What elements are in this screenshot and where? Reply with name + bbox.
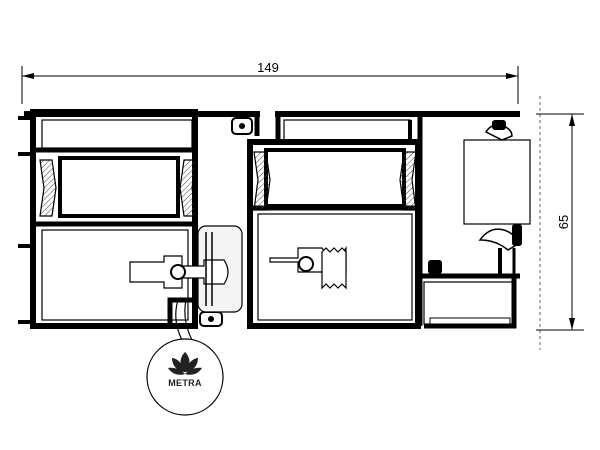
gasket — [199, 117, 522, 327]
height-dimension: 65 — [536, 96, 584, 350]
hardware-right — [269, 246, 347, 290]
logo-label: METRA — [168, 378, 202, 388]
sash-thermal-strip — [253, 151, 417, 211]
hardware-left — [129, 225, 243, 313]
width-dimension: 149 — [21, 60, 519, 104]
leaf-mark-icon — [168, 352, 202, 375]
glazing-profile — [417, 116, 531, 329]
left-frame-profile — [18, 109, 260, 329]
height-dimension-label: 65 — [556, 215, 571, 229]
handle-stem — [175, 299, 193, 341]
width-dimension-label: 149 — [257, 60, 279, 75]
left-thermal-strip — [39, 159, 197, 217]
metra-logo: METRA — [146, 338, 224, 416]
